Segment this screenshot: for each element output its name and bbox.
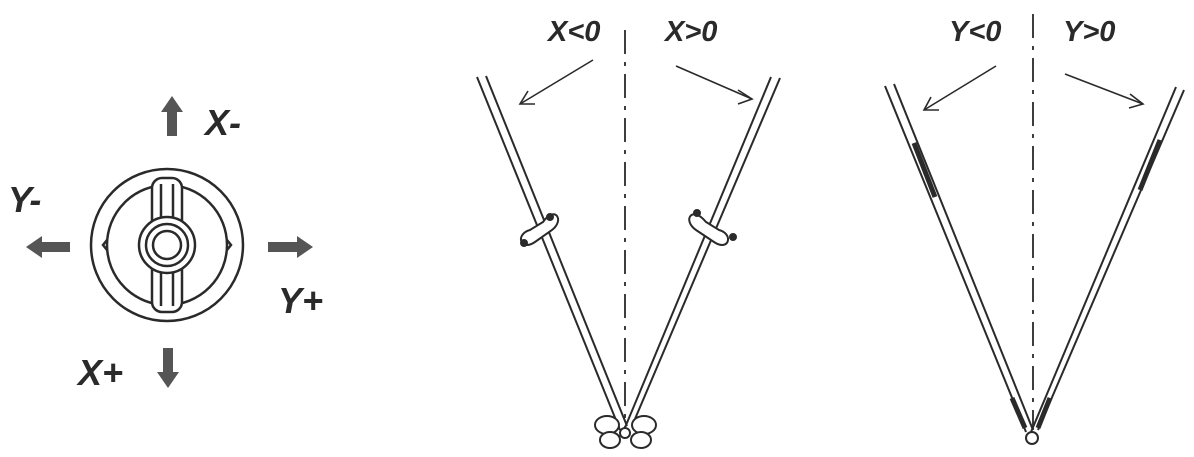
label-x-negative: X<0 — [548, 16, 601, 48]
arrow-right-icon — [268, 236, 313, 258]
probe-icon — [476, 75, 628, 431]
x-tilt-panel — [476, 30, 781, 449]
label-x-minus: X- — [205, 102, 241, 143]
motion-arrow-icon — [922, 65, 997, 111]
probe-base-icon — [1025, 431, 1039, 445]
label-x-plus: X+ — [78, 352, 124, 393]
label-y-positive: Y>0 — [1063, 16, 1116, 48]
arrow-left-icon — [26, 236, 70, 258]
motion-arrow-icon — [1064, 73, 1145, 109]
knob-icon — [89, 167, 245, 323]
probe-base-icon — [594, 415, 657, 449]
label-y-plus: Y+ — [278, 280, 324, 321]
label-y-negative: Y<0 — [949, 16, 1002, 48]
y-tilt-panel — [884, 14, 1185, 445]
probe-icon — [884, 83, 1034, 433]
probe-icon — [623, 76, 781, 431]
label-x-positive: X>0 — [665, 16, 718, 48]
motion-arrow-icon — [518, 59, 594, 105]
arrow-up-icon — [161, 96, 183, 136]
probe-icon — [1030, 86, 1185, 433]
axis-key-panel — [26, 96, 313, 388]
label-y-minus: Y- — [8, 179, 42, 220]
motion-arrow-icon — [675, 65, 754, 105]
arrow-down-icon — [157, 348, 179, 388]
